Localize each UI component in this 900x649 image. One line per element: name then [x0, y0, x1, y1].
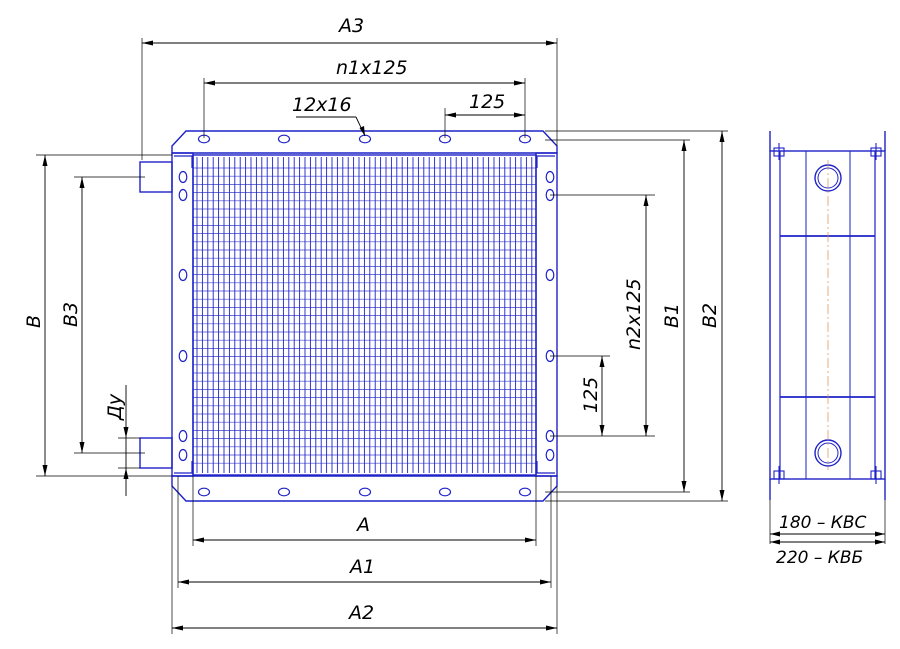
dim-label-b1: B1: [661, 303, 683, 328]
mounting-hole: [178, 448, 188, 462]
dim-label-kvb: 220 – КВБ: [776, 548, 863, 568]
dim-label-a1: A1: [348, 556, 375, 578]
front-view: [139, 130, 558, 502]
dim-label-dy: Ду: [104, 393, 126, 421]
mounting-holes: [178, 134, 555, 497]
dim-label-a2: A2: [347, 602, 374, 624]
hole-label-12x16: 12x16: [292, 94, 352, 116]
mounting-hole: [178, 188, 188, 202]
corner-bracket: [174, 155, 193, 168]
side-view: 180 – КВС 220 – КВБ: [769, 131, 886, 568]
dim-label-b3: B3: [60, 302, 82, 327]
mounting-hole: [178, 268, 188, 282]
mounting-hole: [518, 487, 532, 497]
corner-bracket: [536, 155, 555, 168]
dim-label-125-top: 125: [469, 91, 505, 113]
mounting-hole: [178, 349, 188, 363]
dim-label-n1x125: n1x125: [336, 57, 408, 79]
mounting-hole: [545, 268, 555, 282]
dim-label-a: A: [355, 514, 370, 536]
corner-bracket: [536, 461, 555, 474]
core-body: [192, 154, 537, 476]
dim-label-b2: B2: [699, 303, 721, 328]
left-side-plate: [171, 152, 194, 477]
fin-array: [196, 157, 533, 473]
right-side-plate: [535, 152, 558, 477]
dim-label-n2x125: n2x125: [623, 278, 645, 350]
side-bolt: [773, 143, 882, 484]
mounting-hole: [178, 429, 188, 443]
corner-bracket: [174, 461, 193, 474]
mounting-hole: [178, 170, 188, 184]
dim-label-a3: A3: [337, 15, 364, 37]
mounting-hole: [277, 487, 291, 497]
dim-label-b: B: [23, 315, 45, 328]
mounting-hole: [358, 487, 372, 497]
mounting-hole: [438, 487, 452, 497]
mounting-hole: [545, 170, 555, 184]
tube-rows: [193, 167, 536, 464]
side-body: [769, 150, 886, 480]
mounting-hole: [277, 134, 291, 144]
dim-label-125-right: 125: [580, 377, 602, 413]
dim-label-kvs: 180 – КВС: [779, 513, 866, 533]
mounting-hole: [358, 134, 372, 144]
dimensions: A3 n1x125 12x16 125 B B3 Ду: [23, 15, 728, 634]
mounting-hole: [197, 487, 211, 497]
mounting-hole: [545, 448, 555, 462]
